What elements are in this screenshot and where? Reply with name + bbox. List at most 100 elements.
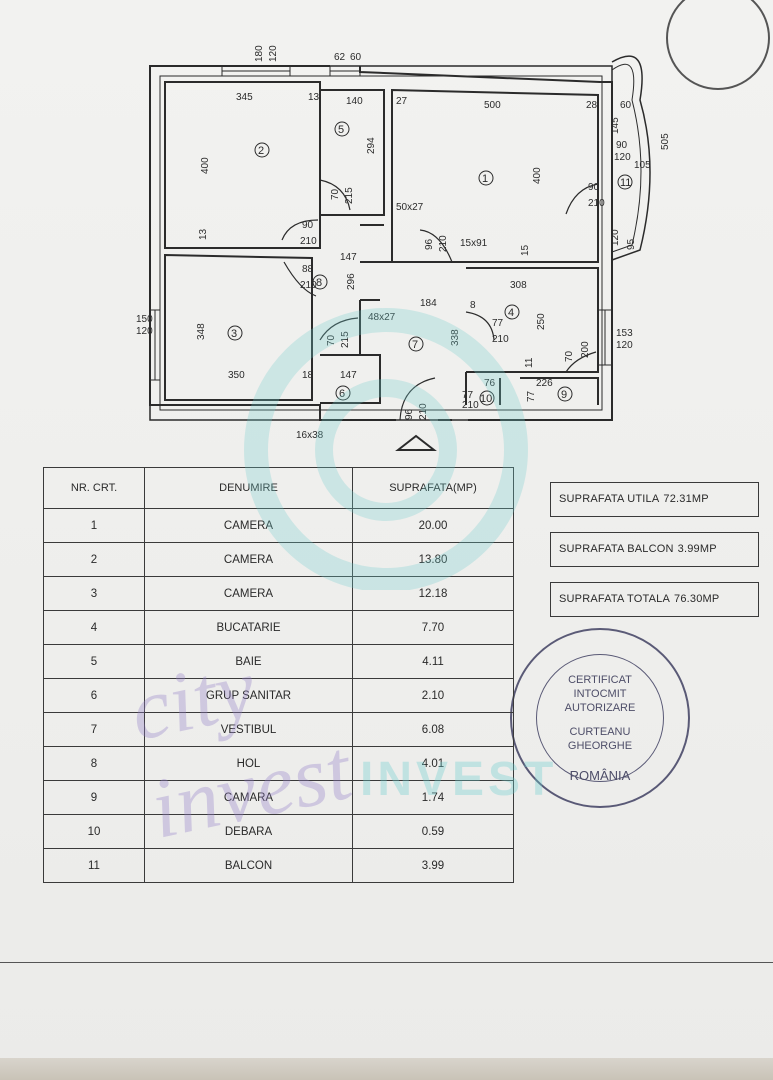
dim-label: 400 — [532, 167, 543, 184]
dim-label: 16x38 — [296, 430, 324, 441]
dim-label: 120 — [614, 152, 631, 163]
svg-text:7: 7 — [412, 339, 418, 351]
dim-label: 145 — [610, 117, 621, 134]
dim-label: 345 — [236, 92, 253, 103]
svg-text:2: 2 — [258, 145, 264, 157]
dim-label: 250 — [536, 313, 547, 330]
dim-label: 210 — [300, 280, 317, 291]
dim-label: 96 — [424, 238, 435, 250]
dim-label: 77 — [526, 390, 537, 402]
room-marker-6: 6 — [335, 385, 351, 401]
dim-label: 120 — [268, 45, 279, 62]
stamp-line: ROMÂNIA — [569, 768, 631, 783]
room-marker-5: 5 — [334, 121, 350, 137]
dim-label: 77 — [462, 390, 474, 401]
entrance-arrow-icon — [395, 434, 437, 451]
dim-label: 184 — [420, 298, 437, 309]
dim-label: 210 — [588, 198, 605, 209]
dim-label: 90 — [588, 182, 600, 193]
dim-label: 308 — [510, 280, 527, 291]
room-marker-7: 7 — [408, 336, 424, 352]
dim-label: 62 — [334, 52, 346, 63]
dim-label: 96 — [404, 408, 415, 420]
stamp-seal-top — [666, 0, 770, 90]
dim-label: 210 — [438, 235, 449, 252]
dim-label: 150 — [136, 314, 153, 325]
table-header-row: NR. CRT. DENUMIRE SUPRAFATA(MP) — [43, 467, 514, 509]
dim-label: 95 — [626, 238, 637, 250]
balcony-area-value: 3.99MP — [677, 543, 717, 555]
dim-label: 28 — [586, 100, 598, 111]
dim-label: 200 — [580, 341, 591, 358]
dim-label: 15 — [520, 244, 531, 256]
svg-text:5: 5 — [338, 124, 344, 136]
dim-label: 210 — [462, 400, 479, 411]
dim-label: 70 — [330, 188, 341, 200]
svg-text:9: 9 — [561, 389, 567, 401]
stamp-line: CERTIFICAT — [568, 674, 632, 686]
dim-label: 210 — [300, 236, 317, 247]
total-area-label: SUPRAFATA TOTALA — [559, 593, 670, 605]
stamp-line: INTOCMIT — [573, 688, 627, 700]
dim-label: 120 — [610, 229, 621, 246]
dim-label: 210 — [418, 403, 429, 420]
dim-label: 27 — [396, 96, 408, 107]
usable-area-label: SUPRAFATA UTILA — [559, 493, 660, 505]
dim-label: 90 — [302, 220, 314, 231]
room-marker-2: 2 — [254, 142, 270, 158]
stamp-line: AUTORIZARE — [564, 702, 636, 714]
dim-label: 500 — [484, 100, 501, 111]
dim-label: 505 — [660, 133, 671, 150]
usable-area-value: 72.31MP — [663, 493, 709, 505]
floor-plan: 180 120 62 60 345 13 140 27 500 28 60 14… — [136, 45, 671, 451]
dim-label: 70 — [326, 334, 337, 346]
dim-label: 400 — [200, 157, 211, 174]
room-marker-9: 9 — [557, 386, 573, 402]
dim-label: 348 — [196, 323, 207, 340]
dim-label: 180 — [254, 45, 265, 62]
svg-text:8: 8 — [316, 277, 322, 289]
dim-label: 226 — [536, 378, 553, 389]
dim-label: 8 — [470, 300, 476, 311]
svg-text:10: 10 — [480, 393, 492, 405]
room-marker-4: 4 — [504, 304, 520, 320]
stamp-line: CURTEANU — [569, 726, 631, 738]
dim-label: 48x27 — [368, 312, 396, 323]
svg-text:11: 11 — [620, 177, 631, 189]
dim-label: 296 — [346, 273, 357, 290]
dim-label: 140 — [346, 96, 363, 107]
page-rule — [0, 962, 773, 963]
column-header-area: SUPRAFATA(MP) — [352, 467, 514, 509]
dim-label: 120 — [616, 340, 633, 351]
dim-label: 338 — [450, 329, 461, 346]
dim-label: 13 — [308, 92, 320, 103]
dim-label: 13 — [198, 228, 209, 240]
dim-label: 350 — [228, 370, 245, 381]
room-marker-8: 8 — [312, 274, 328, 290]
dim-label: 294 — [366, 137, 377, 154]
room-marker-11: 11 — [617, 174, 633, 190]
svg-text:4: 4 — [508, 307, 514, 319]
dim-label: 215 — [344, 187, 355, 204]
dim-label: 18 — [302, 370, 314, 381]
dim-label: 120 — [136, 326, 153, 337]
dim-label: 77 — [492, 318, 504, 329]
room-marker-1: 1 — [478, 170, 494, 186]
dim-label: 60 — [350, 52, 362, 63]
dim-label: 105 — [634, 160, 651, 171]
column-header-nr: NR. CRT. — [43, 467, 145, 509]
room-marker-10: 10 — [479, 390, 495, 406]
dim-label: 11 — [524, 357, 535, 368]
